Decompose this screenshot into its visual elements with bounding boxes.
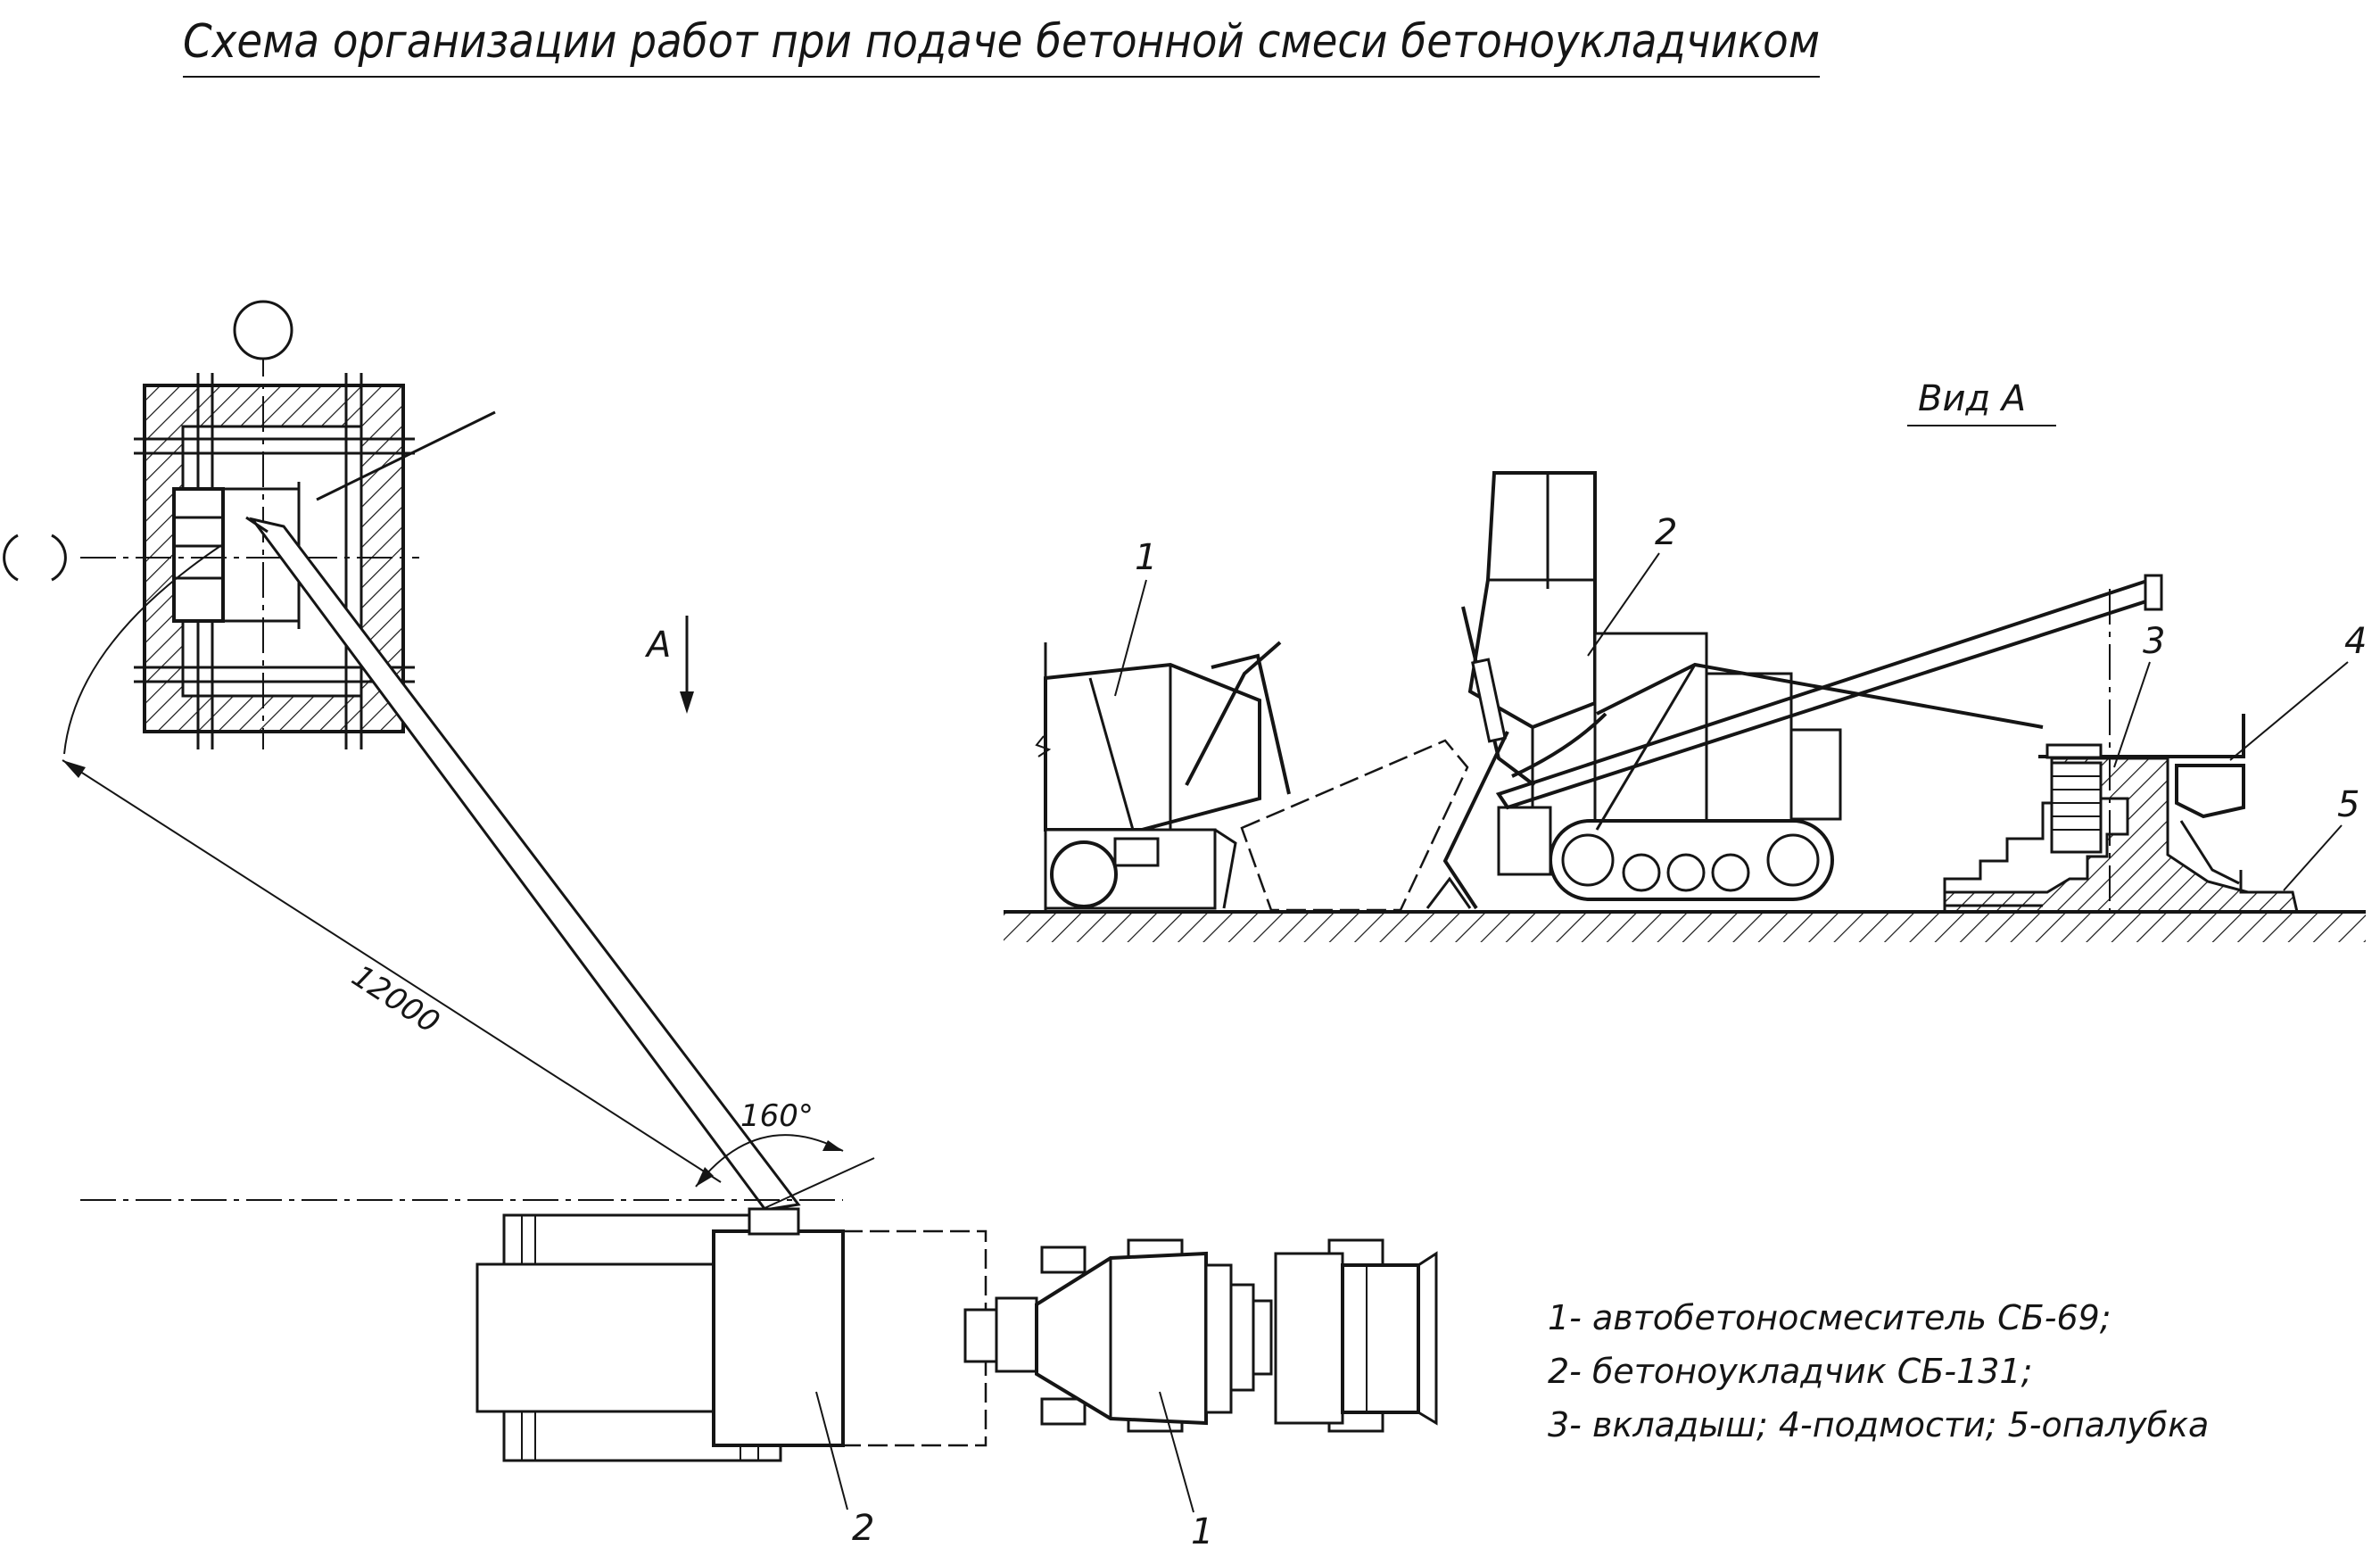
boom-tip-side xyxy=(2144,574,2163,611)
angle-ray xyxy=(762,1157,875,1210)
scaffold-plank xyxy=(2045,743,2103,759)
drum-hub xyxy=(1252,1299,1273,1376)
drawing-title: Схема организации работ при подаче бетон… xyxy=(183,15,1820,69)
chute-arm xyxy=(1185,641,1282,786)
direction-a-label: А xyxy=(644,625,671,666)
side-callout-1: 1 xyxy=(1135,537,1157,578)
ram-cylinder xyxy=(1471,658,1507,743)
axis-marker-left xyxy=(51,534,67,582)
side-leader-5 xyxy=(2283,824,2343,891)
legend: 1- автобетоносмеситель СБ-69; 2- бетоноу… xyxy=(1548,1298,2209,1444)
axis-marker-left xyxy=(3,534,19,582)
break-mark xyxy=(1035,735,1052,757)
radius-arrowhead xyxy=(62,760,86,778)
mixer-truck-plan: 1 xyxy=(963,1238,1438,1552)
wheel xyxy=(1040,1397,1087,1426)
placer-mast xyxy=(1442,731,1509,910)
track-roller xyxy=(1766,833,1820,887)
side-leader-3 xyxy=(2113,661,2151,768)
truck-fender xyxy=(1113,837,1160,867)
axis-marker-top xyxy=(233,300,293,360)
direction-a-arrowhead xyxy=(680,691,694,714)
side-callout-2: 2 xyxy=(1655,512,1677,553)
track-roller xyxy=(1711,853,1750,892)
plan-callout-1: 1 xyxy=(1191,1511,1213,1552)
ground-hatch xyxy=(1004,914,2366,942)
plan-leader-2 xyxy=(815,1391,848,1510)
scaffold-brace xyxy=(2179,820,2240,885)
track-roller xyxy=(1622,853,1661,892)
placer-counterweight xyxy=(1789,728,1842,821)
side-view: Вид А 1 xyxy=(1004,378,2367,942)
formwork-leader-line xyxy=(316,410,496,501)
chute-frame xyxy=(1211,653,1291,795)
radius-value: 12000 xyxy=(345,958,446,1040)
boom-turntable xyxy=(748,1207,800,1236)
drum-ring xyxy=(1229,1283,1255,1392)
hopper-lowered-outline xyxy=(1240,739,1469,912)
legend-line-2: 2- бетоноукладчик СБ-131; xyxy=(1548,1352,2032,1391)
placer-cabin xyxy=(712,1229,845,1447)
angle-arrowhead-left xyxy=(696,1167,714,1187)
formwork-edge xyxy=(2239,870,2284,894)
legend-line-1: 1- автобетоносмеситель СБ-69; xyxy=(1548,1298,2111,1337)
side-leader-1 xyxy=(1114,579,1147,697)
outrigger-foot xyxy=(1426,876,1472,909)
placer-engine-side xyxy=(1705,672,1793,832)
radius-dimension-line xyxy=(62,759,722,1183)
placer-side: 2 xyxy=(1426,471,2163,910)
legend-line-3: 3- вкладыш; 4-подмости; 5-опалубка xyxy=(1548,1405,2209,1444)
truck-frame xyxy=(1274,1252,1344,1425)
track-roller xyxy=(1666,853,1706,892)
chute-support xyxy=(1214,828,1237,909)
plan-leader-1 xyxy=(1159,1391,1194,1513)
mixer-truck-side: 1 xyxy=(1035,537,1291,910)
plan-callout-2: 2 xyxy=(852,1508,874,1549)
title-block: Схема организации работ при подаче бетон… xyxy=(183,15,1820,78)
boom-tip xyxy=(245,516,269,534)
drum-ring xyxy=(1204,1263,1233,1414)
formwork-insert xyxy=(172,487,225,623)
formwork-hatched-frame xyxy=(145,385,403,732)
formwork-side: 3 4 5 xyxy=(1943,589,2367,914)
truck-hopper xyxy=(995,1296,1038,1373)
drum-stroke xyxy=(1088,677,1135,831)
hydraulic-ram xyxy=(1461,606,1536,787)
truck-wheel-side xyxy=(1050,840,1118,908)
placer-turret xyxy=(1497,806,1552,876)
boom-stay-strut xyxy=(1595,664,1697,831)
liner-insert xyxy=(2050,761,2103,854)
placer-plan: 2 xyxy=(475,1207,988,1549)
scaffold-bracket xyxy=(2175,764,2245,819)
angle-arrowhead-right xyxy=(822,1140,843,1151)
side-leader-2 xyxy=(1587,552,1660,657)
truck-cab xyxy=(1341,1263,1420,1414)
view-a-label: Вид А xyxy=(1918,378,2026,419)
side-callout-3: 3 xyxy=(2143,621,2165,662)
side-callout-5: 5 xyxy=(2337,784,2359,825)
angle-arc xyxy=(695,1134,844,1188)
truck-cab-front xyxy=(1417,1251,1438,1426)
track-roller xyxy=(1561,833,1615,887)
radius-arc xyxy=(63,543,224,755)
formwork-steps xyxy=(1943,801,2052,892)
side-callout-4: 4 xyxy=(2344,621,2367,662)
conveyor-boom-plan xyxy=(249,517,801,1212)
truck-drum-side xyxy=(1044,662,1261,832)
placer-body xyxy=(475,1262,715,1413)
truck-chute xyxy=(963,1308,998,1363)
angle-value: 160° xyxy=(740,1098,814,1134)
column-formwork-plan xyxy=(3,300,496,749)
side-leader-4 xyxy=(2229,661,2349,761)
boom-plan: 12000 160° А xyxy=(62,516,875,1212)
wheel xyxy=(1040,1246,1087,1274)
boom-pivot-arc xyxy=(1511,712,1607,778)
scaffold-deck xyxy=(2038,714,2245,758)
